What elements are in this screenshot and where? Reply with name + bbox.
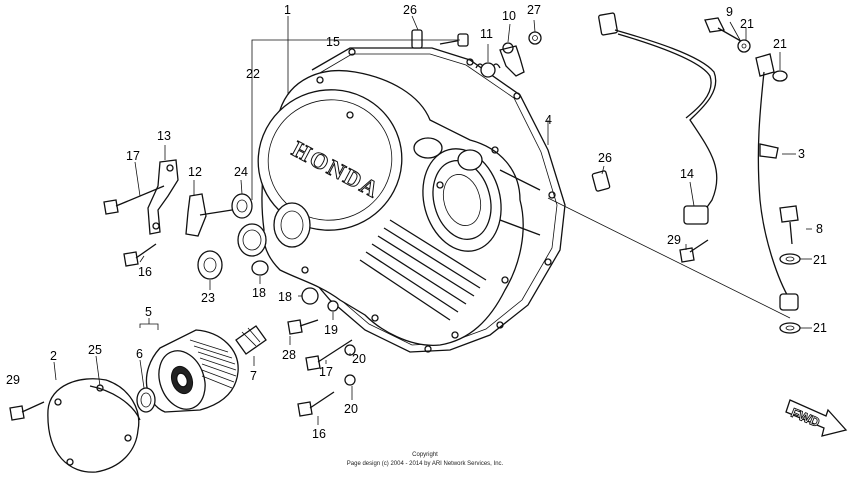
callout-16: 16 <box>312 427 326 441</box>
filter-cover-2 <box>47 378 140 473</box>
callout-12: 12 <box>188 165 202 179</box>
washer-19 <box>327 300 339 312</box>
callout-18: 18 <box>252 286 266 300</box>
callout-labels: 1 26 15 11 10 27 9 21 21 22 4 13 17 12 2… <box>6 3 827 441</box>
callout-7: 7 <box>250 369 257 383</box>
callout-29: 29 <box>667 233 681 247</box>
svg-text:FWD: FWD <box>789 405 822 430</box>
callout-11: 11 <box>480 27 493 41</box>
copyright-label: Copyright <box>412 452 438 458</box>
callout-3: 3 <box>798 147 805 161</box>
washer-21-mid <box>779 253 801 265</box>
callout-4: 4 <box>545 113 552 127</box>
plug-18-mid <box>301 287 319 305</box>
bolt-28 <box>287 319 319 335</box>
callout-18: 18 <box>278 290 292 304</box>
callout-23: 23 <box>201 291 215 305</box>
lever-13 <box>147 159 179 235</box>
washer-21-low <box>779 322 801 334</box>
callout-10: 10 <box>502 9 516 23</box>
bolt-29-right <box>679 239 709 263</box>
o-ring-6 <box>136 387 156 413</box>
oil-filter <box>145 329 239 413</box>
callout-17: 17 <box>319 365 333 379</box>
callout-19: 19 <box>324 323 338 337</box>
callout-1: 1 <box>284 3 291 17</box>
callout-8: 8 <box>816 222 823 236</box>
right-crankcase-cover: HONDA <box>257 70 541 346</box>
crankcase-cover-gasket <box>299 47 566 353</box>
washer-20-lower <box>344 374 356 386</box>
bolt-16-lower <box>297 391 335 417</box>
callout-2: 2 <box>50 349 57 363</box>
bearing-23 <box>197 250 223 280</box>
bolt-29-left <box>9 401 45 421</box>
bolt-9-and-washers <box>704 17 788 82</box>
callout-21: 21 <box>740 17 754 31</box>
callout-26: 26 <box>598 151 612 165</box>
gasket-25 <box>89 385 141 421</box>
callout-14: 14 <box>680 167 694 181</box>
seal-24 <box>231 193 253 219</box>
leader-lines <box>53 15 812 425</box>
bolt-8 <box>779 205 799 245</box>
callout-29: 29 <box>6 373 20 387</box>
callout-27: 27 <box>527 3 541 17</box>
callout-13: 13 <box>157 129 171 143</box>
callout-15: 15 <box>326 35 340 49</box>
dowel-pin-right <box>591 170 611 192</box>
bearing-22 <box>237 223 267 257</box>
callout-22: 22 <box>246 67 260 81</box>
plug-18-left <box>251 260 269 276</box>
callout-20: 20 <box>352 352 366 366</box>
callout-5: 5 <box>145 305 152 319</box>
callout-21: 21 <box>773 37 787 51</box>
callout-16: 16 <box>138 265 152 279</box>
bolt-17-lower <box>305 339 353 371</box>
callout-25: 25 <box>88 343 102 357</box>
arm-12 <box>185 193 233 237</box>
copyright-notice: Page design (c) 2004 - 2014 by ARI Netwo… <box>347 461 504 467</box>
callout-24: 24 <box>234 165 248 179</box>
callout-9: 9 <box>726 5 733 19</box>
callout-21: 21 <box>813 253 827 267</box>
callout-28: 28 <box>282 348 296 362</box>
callout-21: 21 <box>813 321 827 335</box>
callout-6: 6 <box>136 347 143 361</box>
dowel-pin-top <box>411 29 423 49</box>
spring-and-lever <box>475 31 542 78</box>
callout-20: 20 <box>344 402 358 416</box>
callout-26: 26 <box>403 3 417 17</box>
forward-direction-arrow: FWD <box>785 399 848 437</box>
spring-7 <box>235 325 267 355</box>
sensor-wire-assembly <box>598 12 799 311</box>
bolt-16-upper <box>123 243 157 267</box>
callout-17: 17 <box>126 149 140 163</box>
